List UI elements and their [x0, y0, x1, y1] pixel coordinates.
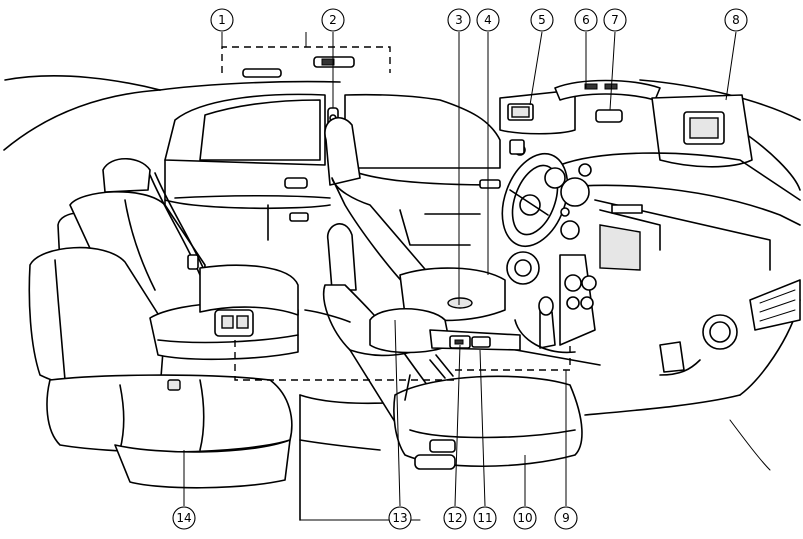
front-passenger-area	[506, 220, 580, 285]
callout-3: 3	[447, 8, 471, 32]
callout-13: 13	[388, 506, 412, 530]
svg-text:8: 8	[732, 13, 740, 27]
car-body-outline	[3, 75, 801, 521]
callout-4: 4	[476, 8, 500, 32]
callout-6: 6	[574, 8, 598, 32]
svg-text:13: 13	[392, 511, 407, 525]
svg-text:2: 2	[329, 13, 337, 27]
sun-visor-left	[499, 89, 576, 135]
rear-door	[164, 93, 331, 261]
svg-text:4: 4	[484, 13, 492, 27]
callout-9: 9	[554, 506, 578, 530]
floor-dashed-bracket	[234, 340, 455, 381]
callout-8: 8	[724, 8, 748, 32]
steering-wheel	[501, 139, 592, 248]
callout-14: 14	[172, 506, 196, 530]
svg-text:10: 10	[517, 511, 532, 525]
svg-text:14: 14	[176, 511, 191, 525]
console-dashed-line	[455, 340, 571, 371]
svg-text:12: 12	[447, 511, 462, 525]
dashboard	[544, 152, 801, 376]
callout-12: 12	[443, 506, 467, 530]
callout-5: 5	[530, 8, 554, 32]
callout-7: 7	[603, 8, 627, 32]
svg-text:7: 7	[611, 13, 619, 27]
svg-text:1: 1	[218, 13, 226, 27]
callout-10: 10	[513, 506, 537, 530]
svg-text:6: 6	[582, 13, 590, 27]
svg-text:11: 11	[477, 511, 492, 525]
callout-2: 2	[321, 8, 345, 32]
svg-text:5: 5	[538, 13, 546, 27]
rear-seat	[28, 158, 299, 489]
callout-11: 11	[473, 506, 497, 530]
sun-visor-right	[651, 94, 753, 168]
front-window	[344, 93, 501, 246]
overhead-console	[554, 79, 661, 123]
roof-assist-area	[221, 46, 391, 78]
leader-lines	[183, 31, 737, 507]
svg-text:3: 3	[455, 13, 463, 27]
driver-seat	[324, 117, 506, 322]
front-armrest	[369, 307, 521, 379]
svg-text:9: 9	[562, 511, 570, 525]
callout-1: 1	[210, 8, 234, 32]
